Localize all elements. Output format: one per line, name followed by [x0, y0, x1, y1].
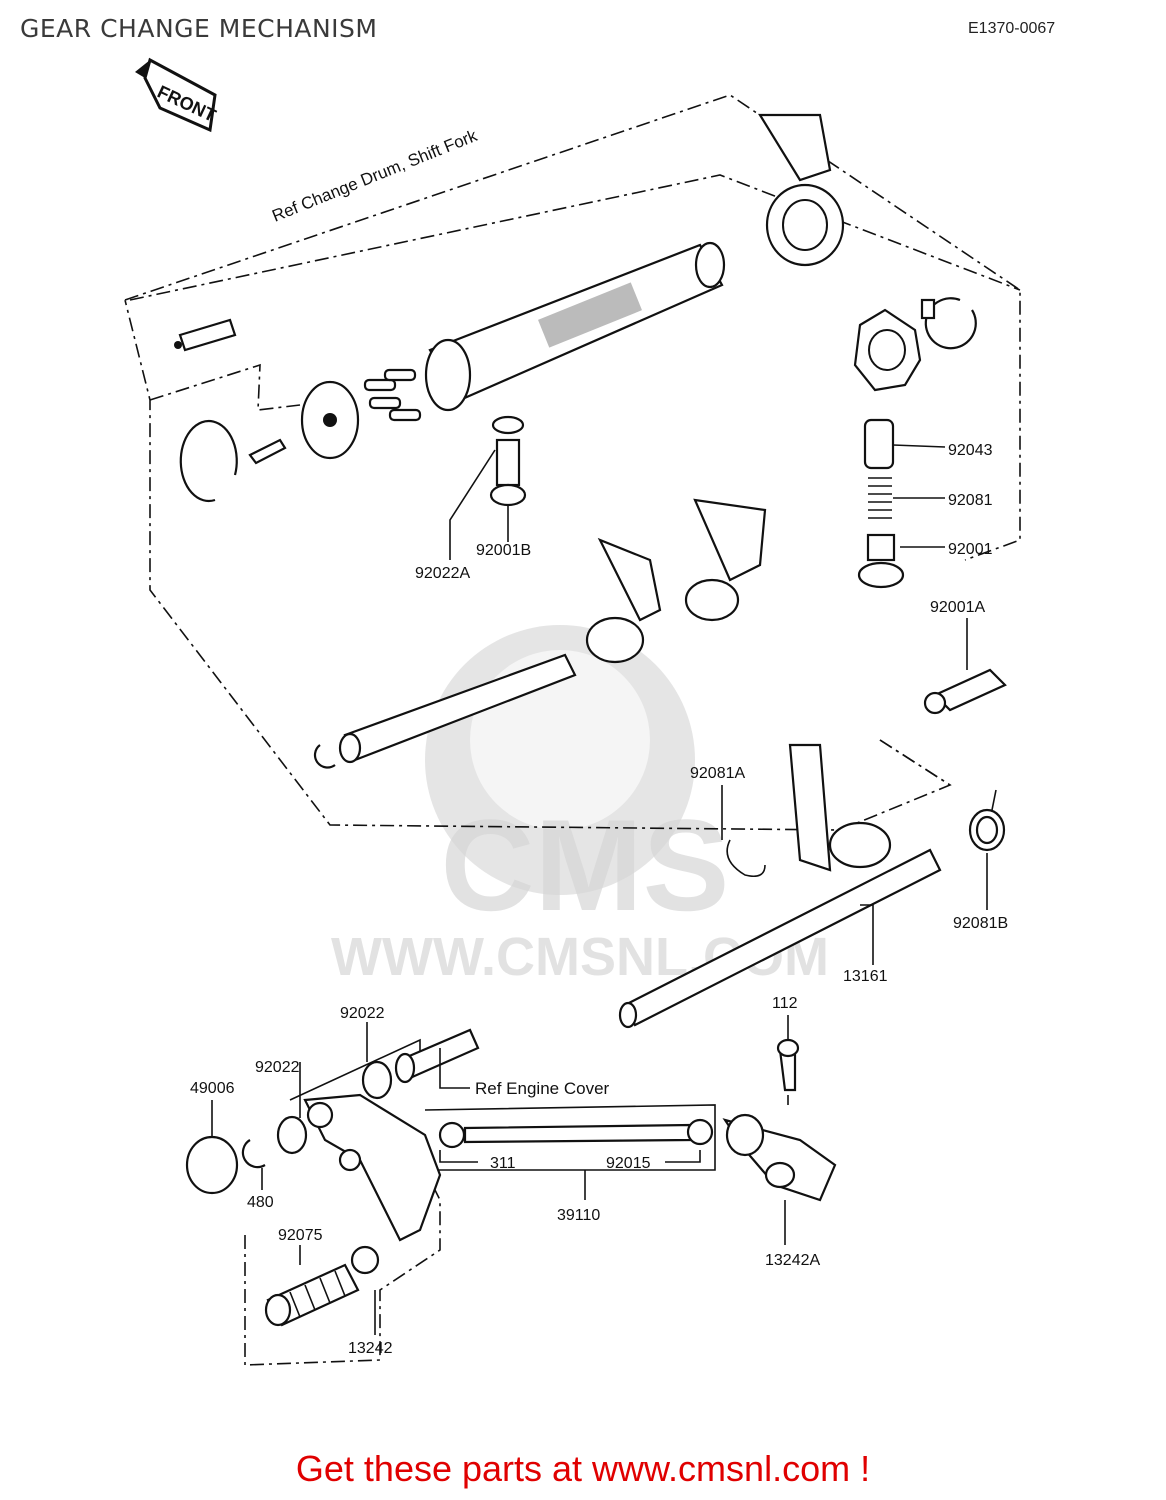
shift-fork-left [585, 537, 662, 664]
exploded-parts-diagram: CMS WWW.CMSNL.COM FRONT Ref Change Drum,… [124, 57, 1021, 1366]
washer-92022a [491, 415, 525, 435]
ref-change-drum-label: Ref Change Drum, Shift Fork [269, 126, 480, 226]
shift-fork-right [684, 498, 767, 622]
detent-plug-92001 [857, 533, 905, 589]
label-13161: 13161 [843, 968, 888, 985]
watermark-brand: CMS [441, 792, 730, 938]
leader-lines [211, 444, 988, 1335]
shift-fork-shaft [313, 653, 577, 769]
label-92022a: 92022A [415, 565, 470, 582]
label-39110: 39110 [557, 1207, 600, 1224]
shift-pedal [303, 1093, 442, 1242]
washer-92022-lower [276, 1115, 308, 1155]
label-112: 112 [772, 995, 798, 1012]
shift-lever-13242a [722, 1113, 837, 1202]
cms-watermark: CMS WWW.CMSNL.COM [331, 625, 829, 987]
detent-spring-92081 [868, 477, 892, 519]
circlip-small [924, 297, 977, 350]
shift-drum-cam [853, 308, 922, 392]
bolt-92001b [489, 438, 527, 507]
tie-rod-39110 [438, 1118, 714, 1149]
label-49006: 49006 [190, 1080, 235, 1097]
drum-circlip [179, 419, 238, 503]
engine-cover-stud [394, 1028, 480, 1084]
label-480: 480 [247, 1194, 274, 1211]
label-92075: 92075 [278, 1227, 323, 1244]
spring-92081a [726, 839, 766, 878]
label-92081: 92081 [948, 492, 993, 509]
inner-frame-outline [149, 363, 301, 411]
change-drum [424, 241, 726, 412]
label-13242: 13242 [348, 1340, 393, 1357]
drum-plate-screw [248, 438, 287, 465]
pedal-rubber-92075 [264, 1263, 360, 1327]
stud-bracket-outline [424, 1104, 716, 1171]
label-13242a: 13242A [765, 1252, 820, 1269]
circlip-480 [241, 1139, 266, 1169]
label-92015: 92015 [606, 1155, 651, 1172]
detent-pin-92043 [863, 418, 895, 470]
get-parts-link[interactable]: Get these parts at www.cmsnl.com ! [295, 1448, 871, 1489]
label-311: 311 [490, 1155, 516, 1172]
pedal-peg [350, 1245, 380, 1275]
pin-small [920, 298, 936, 320]
washer-92022-upper [361, 1060, 393, 1100]
label-92022-lower: 92022 [255, 1059, 300, 1076]
shift-shaft-outline [879, 739, 951, 786]
label-92001b: 92001B [476, 542, 531, 559]
diagram-code: E1370-0067 [968, 20, 1056, 37]
label-92081b: 92081B [953, 915, 1008, 932]
label-92001: 92001 [948, 541, 993, 558]
label-92081a: 92081A [690, 765, 745, 782]
label-92001a: 92001A [930, 599, 985, 616]
shift-shaft-13161 [618, 743, 942, 1029]
spring-92081b [968, 789, 1006, 852]
page-title: GEAR CHANGE MECHANISM [20, 14, 378, 43]
ref-engine-cover-label: Ref Engine Cover [475, 1079, 610, 1098]
label-92043: 92043 [948, 442, 993, 459]
lower-assembly-outline [244, 1159, 441, 1366]
shift-fork-top [758, 113, 845, 267]
drum-pins [363, 368, 422, 422]
drum-ref-outline [129, 174, 1021, 301]
front-arrow-badge: FRONT [135, 57, 219, 133]
bolt-92001a [923, 668, 1007, 715]
label-92022-upper: 92022 [340, 1005, 385, 1022]
cap-49006 [185, 1135, 239, 1195]
neutral-switch [174, 318, 237, 352]
